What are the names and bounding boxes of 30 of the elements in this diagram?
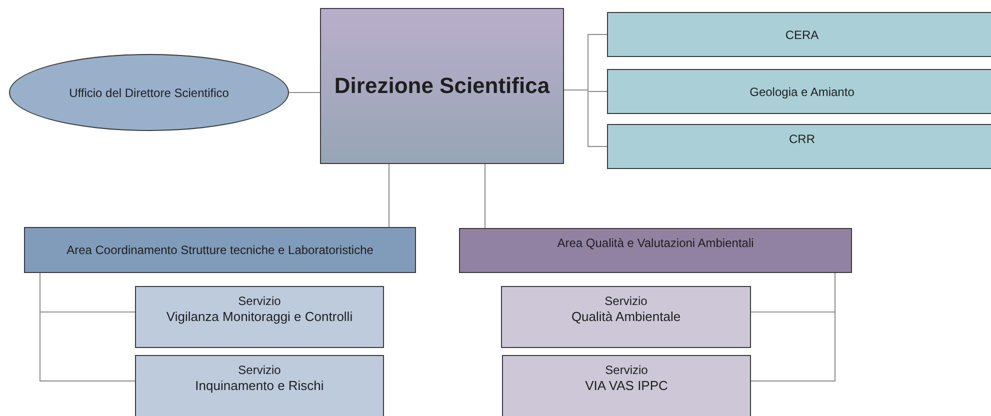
connector-line <box>484 164 486 228</box>
connector-line <box>40 272 136 382</box>
connector-line <box>288 92 320 93</box>
unit-label: Servizio <box>238 293 281 309</box>
org-box <box>607 124 991 169</box>
unit-label: Area Qualità e Valutazioni Ambientali <box>557 235 754 251</box>
org-box <box>24 227 416 273</box>
org-box <box>607 12 991 57</box>
connector-line <box>750 272 836 382</box>
unit-label: Servizio <box>238 362 281 378</box>
unit-label: Area Coordinamento Strutture tecniche e Laboratoristiche <box>66 242 374 258</box>
unit-label: Qualità Ambientale <box>571 309 681 325</box>
org-box <box>320 8 564 164</box>
unit-label: Vigilanza Monitoraggi e Controlli <box>166 309 353 325</box>
unit-label: Servizio <box>605 362 648 378</box>
unit-label: CRR <box>789 131 815 147</box>
org-box <box>459 228 852 273</box>
unit-label: Inquinamento e Rischi <box>195 378 324 394</box>
connector-line <box>388 164 390 228</box>
unit-label: Geologia e Amianto <box>750 84 854 100</box>
unit-label: CERA <box>785 26 819 42</box>
org-box <box>502 355 751 416</box>
unit-label: Servizio <box>604 293 648 309</box>
title-text: Direzione Scientifica <box>334 72 550 100</box>
org-box <box>607 69 991 114</box>
org-box <box>501 286 751 348</box>
org-box <box>135 286 384 348</box>
unit-label: VIA VAS IPPC <box>585 378 668 394</box>
unit-label: Ufficio del Direttore Scientifico <box>69 84 229 100</box>
org-box <box>135 355 384 416</box>
